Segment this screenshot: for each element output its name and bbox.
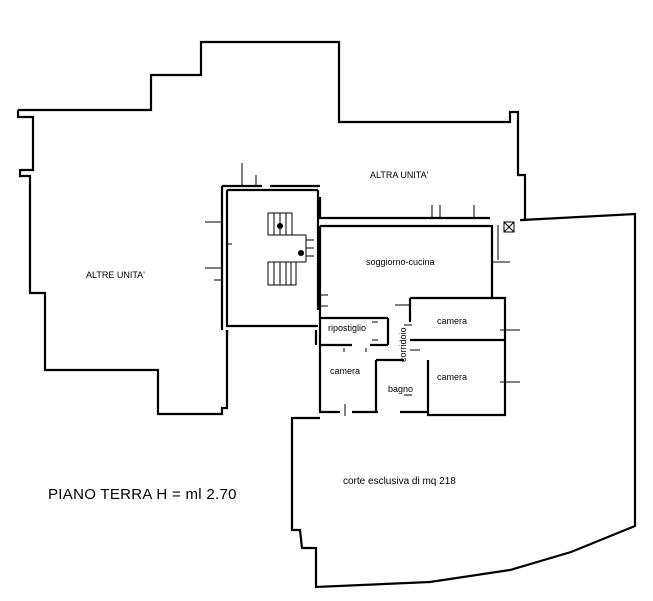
camera-right-label: camera bbox=[437, 372, 467, 382]
camera-top-label: camera bbox=[437, 316, 467, 326]
stair-core-walls bbox=[225, 188, 320, 328]
window-marks bbox=[431, 205, 515, 233]
altra-unita-bottom-wall bbox=[318, 197, 490, 220]
stair-core-top bbox=[220, 184, 320, 330]
altre-unita-label: ALTRE UNITA' bbox=[86, 270, 145, 280]
camera-left-label: camera bbox=[330, 366, 360, 376]
corte-outline bbox=[290, 212, 637, 589]
stair-treads bbox=[267, 212, 314, 286]
apartment-outline bbox=[318, 224, 507, 417]
stair-arrow-dot-bottom bbox=[298, 250, 304, 256]
apartment-door-ticks bbox=[318, 225, 520, 416]
apartment-interior-walls bbox=[320, 296, 505, 412]
neighbour-units-outline bbox=[16, 110, 229, 416]
altra-unita-label: ALTRA UNITA' bbox=[370, 170, 429, 180]
neighbour-units-top-outline bbox=[18, 40, 527, 222]
corte-bottom-left-wall bbox=[225, 330, 318, 345]
wall-cross-box bbox=[503, 221, 515, 233]
stair-core-ticks bbox=[205, 163, 257, 281]
piano-terra-label: PIANO TERRA H = ml 2.70 bbox=[48, 486, 237, 503]
ripostiglio-label: ripostiglio bbox=[328, 323, 366, 333]
corridoio-label: corridoio bbox=[398, 327, 408, 362]
stair-arrow-dot-top bbox=[277, 223, 283, 229]
bagno-label: bagno bbox=[388, 384, 413, 394]
corte-label: corte esclusiva di mq 218 bbox=[343, 476, 456, 487]
soggiorno-cucina-label: soggiorno-cucina bbox=[366, 257, 435, 267]
